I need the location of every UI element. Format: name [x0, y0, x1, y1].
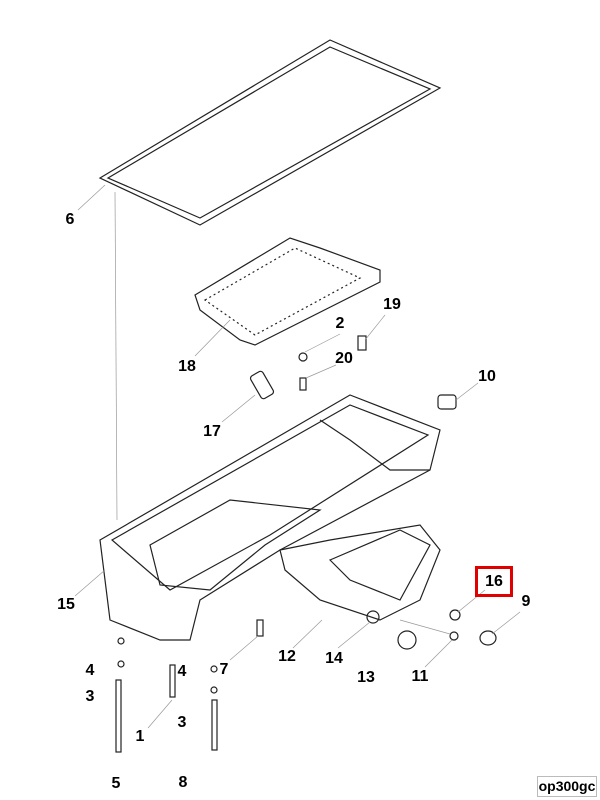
callout-13[interactable]: 13: [357, 669, 375, 686]
callout-11[interactable]: 11: [411, 668, 429, 685]
callout-5[interactable]: 5: [111, 775, 121, 792]
callout-9[interactable]: 9: [521, 593, 531, 610]
fitting-10: [437, 394, 457, 410]
small-parts: [115, 335, 497, 753]
windage-tray: [194, 237, 381, 346]
bolt-20: [299, 377, 307, 391]
callout-4[interactable]: 4: [177, 663, 187, 680]
callout-1[interactable]: 1: [135, 728, 145, 745]
callout-7[interactable]: 7: [219, 661, 229, 678]
plug-13: [397, 630, 417, 650]
washer-20: [298, 352, 308, 362]
callout-20[interactable]: 20: [335, 350, 353, 367]
callout-18[interactable]: 18: [178, 358, 196, 375]
callout-8[interactable]: 8: [178, 774, 188, 791]
bolt-7: [256, 619, 264, 637]
highlight-box-part-16: [475, 566, 513, 597]
bolt-1: [169, 664, 176, 698]
callout-2[interactable]: 2: [335, 315, 345, 332]
callout-4[interactable]: 4: [85, 662, 95, 679]
callout-3[interactable]: 3: [177, 714, 187, 731]
ring-14: [366, 610, 380, 624]
stud-8: [211, 699, 218, 751]
stud-5: [115, 679, 122, 753]
callout-6[interactable]: 6: [65, 211, 75, 228]
fitting-17: [249, 370, 275, 400]
callout-19[interactable]: 19: [383, 296, 401, 313]
callout-16[interactable]: 16: [485, 573, 503, 590]
plug-9: [479, 630, 497, 646]
callout-17[interactable]: 17: [203, 423, 221, 440]
callout-14[interactable]: 14: [325, 650, 343, 667]
ring-11: [449, 631, 459, 641]
diagram-reference-code: op300gc: [537, 776, 597, 797]
callout-3[interactable]: 3: [85, 688, 95, 705]
callout-15[interactable]: 15: [57, 596, 75, 613]
oil-pan: [99, 394, 441, 641]
bolt-19: [357, 335, 367, 351]
seal-16: [449, 609, 461, 621]
leader-lines: [74, 184, 521, 729]
callout-12[interactable]: 12: [278, 648, 296, 665]
callout-10[interactable]: 10: [478, 368, 496, 385]
oil-pan-gasket: [98, 39, 442, 226]
